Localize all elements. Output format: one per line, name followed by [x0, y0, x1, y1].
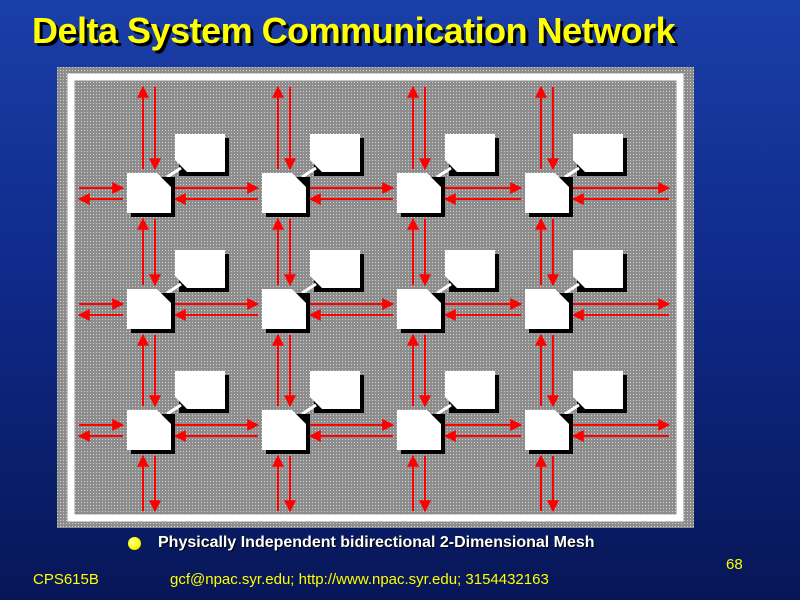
mesh-nodes: [127, 134, 627, 454]
mesh-node: [397, 250, 499, 333]
node-connector: [166, 403, 182, 416]
node-processor: [397, 289, 441, 329]
slide-title: Delta System Communication Network: [32, 10, 676, 51]
mesh-node: [525, 371, 627, 454]
mesh-node: [127, 250, 229, 333]
mesh-node: [262, 250, 364, 333]
node-processor: [397, 173, 441, 213]
node-processor: [525, 173, 569, 213]
node-connector: [564, 403, 580, 416]
node-connector: [301, 166, 317, 179]
node-processor: [262, 173, 306, 213]
course-code: CPS615B: [33, 571, 99, 588]
mesh-links: [77, 85, 671, 513]
mesh-diagram: [57, 67, 694, 528]
node-memory: [573, 371, 623, 409]
node-processor: [262, 410, 306, 450]
node-connector: [301, 282, 317, 295]
mesh-node: [397, 134, 499, 217]
mesh-node: [127, 134, 229, 217]
node-memory: [573, 250, 623, 288]
mesh-node: [525, 250, 627, 333]
node-memory: [445, 250, 495, 288]
mesh-node: [262, 134, 364, 217]
node-processor: [525, 289, 569, 329]
diagram-border: [67, 73, 684, 522]
node-processor: [525, 410, 569, 450]
node-memory: [573, 134, 623, 172]
page-number: 68: [726, 556, 743, 573]
node-memory: [310, 371, 360, 409]
node-connector: [564, 282, 580, 295]
node-connector: [436, 166, 452, 179]
bullet-text: Physically Independent bidirectional 2-D…: [158, 534, 595, 551]
mesh-diagram-svg: [57, 67, 694, 528]
contact-info: gcf@npac.syr.edu; http://www.npac.syr.ed…: [170, 571, 549, 588]
node-processor: [127, 289, 171, 329]
node-connector: [436, 403, 452, 416]
node-connector: [436, 282, 452, 295]
mesh-node: [525, 134, 627, 217]
node-memory: [175, 250, 225, 288]
node-memory: [445, 134, 495, 172]
node-processor: [127, 410, 171, 450]
node-memory: [310, 250, 360, 288]
node-processor: [127, 173, 171, 213]
node-processor: [262, 289, 306, 329]
node-memory: [175, 134, 225, 172]
node-connector: [301, 403, 317, 416]
node-memory: [175, 371, 225, 409]
bullet-dot-icon: [128, 537, 141, 550]
mesh-node: [262, 371, 364, 454]
node-memory: [310, 134, 360, 172]
mesh-node: [397, 371, 499, 454]
node-memory: [445, 371, 495, 409]
node-connector: [166, 282, 182, 295]
node-connector: [166, 166, 182, 179]
node-processor: [397, 410, 441, 450]
mesh-node: [127, 371, 229, 454]
node-connector: [564, 166, 580, 179]
